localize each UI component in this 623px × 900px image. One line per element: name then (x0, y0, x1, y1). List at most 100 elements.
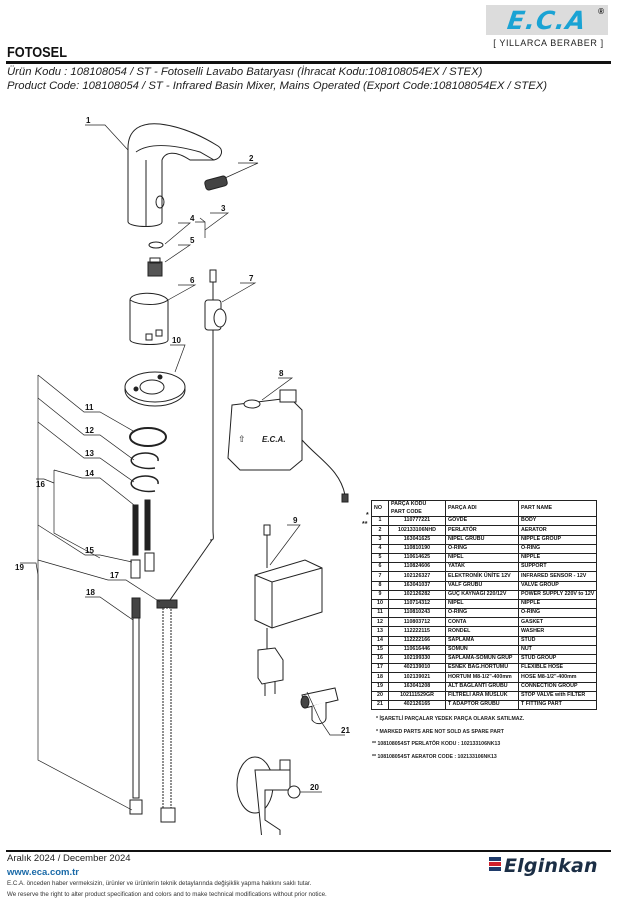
part-washer-13 (130, 475, 159, 493)
part-stop-valve-20 (236, 756, 301, 835)
cell-part-name-tr: NİPEL GRUBU (445, 534, 519, 545)
connector-cable (169, 539, 213, 601)
part-studs-14 (132, 499, 151, 556)
cell-part-code: 110810243 (388, 608, 446, 619)
cell-part-name-tr: ELEKTRONİK ÜNİTE 12V (445, 571, 519, 582)
disclaimer-tr: E.C.A. önceden haber vermeksizin, ürünle… (7, 880, 312, 887)
cell-part-code: 402139010 (388, 663, 446, 674)
cell-part-name-en: NIPPLE (517, 552, 598, 564)
cell-part-name-en: T FITTING PART (517, 699, 598, 711)
cell-part-code: 110616446 (388, 644, 446, 656)
cell-part-name-tr: ESNEK BAĞ.HORTUMU (445, 663, 519, 674)
cell-no: 19 (371, 681, 389, 692)
cell-no: 16 (371, 653, 389, 665)
cell-part-name-tr: PERLATÖR (445, 525, 519, 536)
cell-part-code: 112222166 (388, 635, 446, 646)
cell-no: 5 (371, 552, 389, 564)
part-valve-group-8: E.C.A. ⇧ (227, 389, 349, 503)
cell-part-name-tr: YATAK (445, 562, 519, 573)
cell-no: 21 (371, 699, 389, 711)
callout-8: 8 (279, 369, 284, 378)
cell-part-code: 163041625 (388, 534, 446, 545)
cell-no: 17 (371, 663, 389, 674)
cell-part-name-en: O-RING (517, 543, 598, 554)
cell-no: 4 (371, 543, 389, 554)
callout-20: 20 (310, 783, 319, 792)
disclaimer-en: We reserve the right to alter product sp… (7, 891, 327, 898)
cell-part-code: 102133106NHD (388, 525, 446, 536)
product-code-en: Product Code: 108108054 / ST - Infrared … (7, 80, 548, 92)
cell-part-name-en: CONNECTION GROUP (517, 681, 598, 692)
part-gasket-12 (130, 452, 159, 470)
header-part-code-tr: PARÇA KODU (391, 501, 427, 507)
cell-part-code: 110614625 (388, 552, 446, 564)
header-part-name-en: PART NAME (517, 499, 598, 518)
cell-part-name-tr: HORTUM M8-1/2"-400mm (445, 672, 519, 683)
cell-no: 1 (371, 516, 389, 527)
header-part-code-en: PART CODE (391, 508, 422, 515)
row-mark: * (366, 512, 369, 519)
note-aerator-code-tr: ** 108108054ST PERLATÖR KODU : 102133106… (372, 741, 501, 747)
cell-part-code: 402126165 (388, 699, 446, 711)
part-infrared-sensor-7 (204, 269, 227, 541)
callout-14: 14 (85, 469, 94, 478)
callout-17: 17 (110, 571, 119, 580)
eca-logo: E.C.A ® (486, 5, 608, 35)
cell-no: 14 (371, 635, 389, 646)
part-flexible-hose-17 (156, 599, 178, 823)
housing-brand-text: E.C.A. (262, 435, 286, 444)
cell-part-name-tr: CONTA (445, 617, 519, 628)
cell-part-name-tr: SOMUN (445, 644, 519, 656)
note-marked-parts-en: * MARKED PARTS ARE NOT SOLD AS SPARE PAR… (376, 729, 504, 735)
cell-part-code: 112222115 (388, 626, 446, 637)
row-mark: ** (362, 521, 368, 529)
cell-part-name-en: NUT (517, 644, 598, 656)
callout-16: 16 (36, 480, 45, 489)
cell-no: 2 (371, 525, 389, 536)
elginkan-flag-icon (489, 857, 501, 875)
part-aerator (204, 175, 228, 191)
cell-no: 6 (371, 562, 389, 573)
cell-part-name-tr: NİPEL (445, 552, 519, 564)
cell-part-name-tr: GÖVDE (445, 516, 519, 527)
cell-no: 9 (371, 589, 389, 600)
footer-divider (6, 850, 611, 852)
callout-7: 7 (249, 274, 254, 283)
cell-part-name-en: SUPPORT (517, 562, 598, 573)
cell-part-code: 102126282 (388, 589, 446, 600)
cell-part-code: 102199330 (388, 653, 446, 665)
cell-part-name-en: STOP VALVE with FILTER (517, 690, 598, 701)
website-link[interactable]: www.eca.com.tr (7, 867, 79, 878)
cell-part-name-tr: RONDEL (445, 626, 519, 637)
cell-part-code: 110777221 (388, 516, 446, 527)
part-body-faucet (127, 123, 222, 227)
cell-part-name-tr: GÜÇ KAYNAĞI 220/12V (445, 589, 519, 600)
svg-text:⇧: ⇧ (238, 434, 246, 444)
registered-mark: ® (598, 7, 604, 16)
cell-part-name-tr: O-RING (445, 608, 519, 619)
callout-15: 15 (85, 546, 94, 555)
cell-part-code: 110714312 (388, 598, 446, 610)
cell-part-name-en: INFRARED SENSOR - 12V (517, 571, 598, 582)
cell-part-name-en: POWER SUPPLY 220V to 12V (517, 589, 598, 600)
cell-part-name-en: STUD (517, 635, 598, 646)
part-nuts-15 (130, 552, 155, 579)
cell-part-code: 102126327 (388, 571, 446, 582)
cell-no: 3 (371, 534, 389, 545)
cell-part-code: 110824606 (388, 562, 446, 573)
part-o-ring-11 (129, 427, 167, 447)
cell-no: 11 (371, 608, 389, 619)
